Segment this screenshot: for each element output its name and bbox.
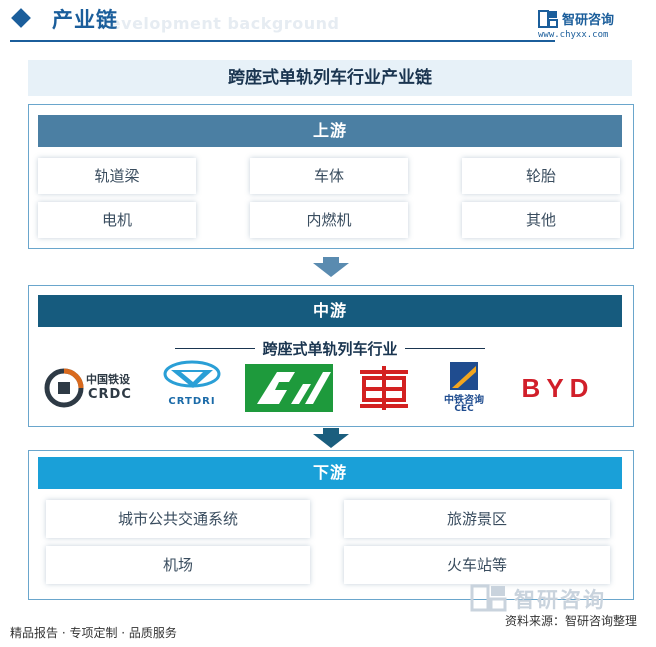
downstream-item: 火车站等 — [344, 546, 610, 584]
divider-line-left — [175, 348, 255, 349]
downstream-item: 机场 — [46, 546, 310, 584]
midstream-bar: 中游 — [38, 295, 622, 327]
upstream-item: 其他 — [462, 202, 620, 238]
cec-logo-en: CEC — [454, 404, 474, 414]
crdc-logo-en: CRDC — [88, 387, 132, 402]
upstream-item: 轮胎 — [462, 158, 620, 194]
diagram-title: 跨座式单轨列车行业产业链 — [28, 60, 632, 96]
source-note: 资料来源：智研咨询整理 — [505, 614, 638, 628]
footer-watermark: 智研咨询 — [470, 584, 640, 612]
byd-logo-text: BYD — [522, 374, 595, 402]
downstream-item: 旅游景区 — [344, 500, 610, 538]
header-background-text: Development background — [96, 14, 340, 33]
footer-watermark-text: 智研咨询 — [514, 588, 606, 612]
downstream-bar: 下游 — [38, 457, 622, 489]
diamond-icon — [11, 8, 31, 28]
upstream-item: 轨道梁 — [38, 158, 196, 194]
down-arrow-icon — [313, 428, 349, 448]
brand-logo: 智研咨询 www.chyxx.com — [538, 8, 648, 44]
upstream-bar: 上游 — [38, 115, 622, 147]
footer-slogan: 精品报告 · 专项定制 · 品质服务 — [10, 626, 177, 640]
crdc-logo-cn: 中国铁设 — [86, 373, 130, 386]
cec-logo: 中铁咨询 CEC — [434, 362, 494, 416]
cec-logo-cn: 中铁咨询 — [444, 395, 484, 406]
page-title: 产业链 — [52, 8, 118, 32]
red-car-logo — [356, 362, 412, 414]
crtdri-logo: CRTDRI — [157, 358, 227, 414]
down-arrow-icon — [313, 257, 349, 277]
divider-line-right — [405, 348, 485, 349]
header-underline — [10, 40, 555, 42]
brand-mark-icon — [538, 10, 558, 28]
brand-url: www.chyxx.com — [538, 30, 609, 40]
crtdri-logo-en: CRTDRI — [168, 396, 216, 407]
upstream-item: 车体 — [250, 158, 408, 194]
watermark-mark-icon — [470, 584, 507, 612]
downstream-item: 城市公共交通系统 — [46, 500, 310, 538]
page-header: Development background 产业链 — [0, 0, 656, 46]
upstream-item: 电机 — [38, 202, 196, 238]
upstream-item: 内燃机 — [250, 202, 408, 238]
brand-name: 智研咨询 — [562, 13, 615, 28]
midstream-industry-label: 跨座式单轨列车行业 — [262, 340, 398, 358]
byd-logo: BYD — [510, 374, 606, 402]
crdc-logo: 中国铁设 CRDC — [44, 362, 142, 414]
green-rail-logo — [245, 364, 333, 412]
